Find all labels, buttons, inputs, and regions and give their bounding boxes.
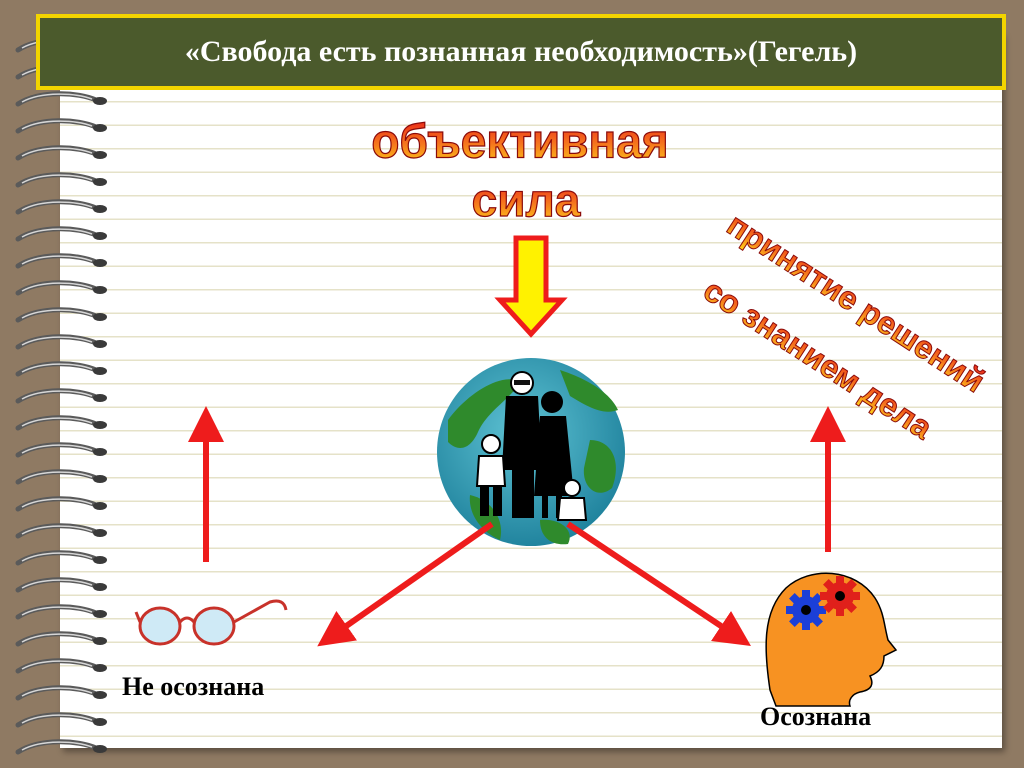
down-arrow-icon (494, 235, 568, 338)
spiral-coil-highlight (21, 174, 93, 184)
spiral-coil-highlight (21, 282, 93, 292)
binding-hole (93, 151, 107, 159)
binding-hole (93, 556, 107, 564)
spiral-coil-highlight (21, 255, 93, 265)
binding-hole (93, 691, 107, 699)
label-aware: Осознана (760, 702, 872, 731)
binding-hole (93, 232, 107, 240)
title-bar: «Свобода есть познанная необходимость»(Г… (36, 14, 1006, 90)
binding-hole (93, 421, 107, 429)
binding-hole (93, 259, 107, 267)
binding-hole (93, 718, 107, 726)
globe-family-icon (437, 358, 625, 546)
wordart-objective: объективная (371, 113, 668, 167)
label-not-aware: Не осознана (122, 672, 265, 701)
binding-hole (93, 583, 107, 591)
binding-hole (93, 529, 107, 537)
spiral-coil-highlight (21, 120, 93, 130)
spiral-coil-highlight (21, 444, 93, 454)
arrow-to-aware (566, 521, 751, 646)
spiral-coil-highlight (21, 147, 93, 157)
spiral-coil-highlight (21, 687, 93, 697)
spiral-coil-highlight (21, 336, 93, 346)
spiral-coil-highlight (21, 471, 93, 481)
spiral-coil-highlight (21, 579, 93, 589)
spiral-coil-highlight (21, 309, 93, 319)
spiral-coil-highlight (21, 552, 93, 562)
binding-hole (93, 475, 107, 483)
binding-hole (93, 313, 107, 321)
spiral-coil-highlight (21, 93, 93, 103)
spiral-coil-highlight (21, 606, 93, 616)
binding-hole (93, 745, 107, 753)
spiral-coil-highlight (21, 714, 93, 724)
binding-hole (93, 340, 107, 348)
glasses-icon (134, 599, 288, 646)
spiral-coil-highlight (21, 741, 93, 751)
binding-hole (93, 664, 107, 672)
binding-hole (93, 610, 107, 618)
spiral-coil-highlight (21, 498, 93, 508)
slide-title: «Свобода есть познанная необходимость»(Г… (184, 35, 858, 68)
spiral-coil-highlight (21, 201, 93, 211)
arrow-to-not-aware (317, 521, 494, 647)
binding-hole (93, 124, 107, 132)
binding-hole (93, 448, 107, 456)
binding-hole (93, 178, 107, 186)
wordart-force: сила (472, 174, 581, 226)
head-gears-icon (765, 572, 898, 707)
binding-hole (93, 394, 107, 402)
spiral-coil-highlight (21, 633, 93, 643)
binding-hole (93, 205, 107, 213)
spiral-coil-highlight (21, 228, 93, 238)
spiral-coil-highlight (21, 525, 93, 535)
binding-hole (93, 502, 107, 510)
spiral-coil-highlight (21, 390, 93, 400)
binding-hole (93, 286, 107, 294)
binding-hole (93, 367, 107, 375)
spiral-coil-highlight (21, 363, 93, 373)
binding-hole (93, 97, 107, 105)
spiral-coil-highlight (21, 660, 93, 670)
spiral-coil-highlight (21, 417, 93, 427)
binding-hole (93, 637, 107, 645)
